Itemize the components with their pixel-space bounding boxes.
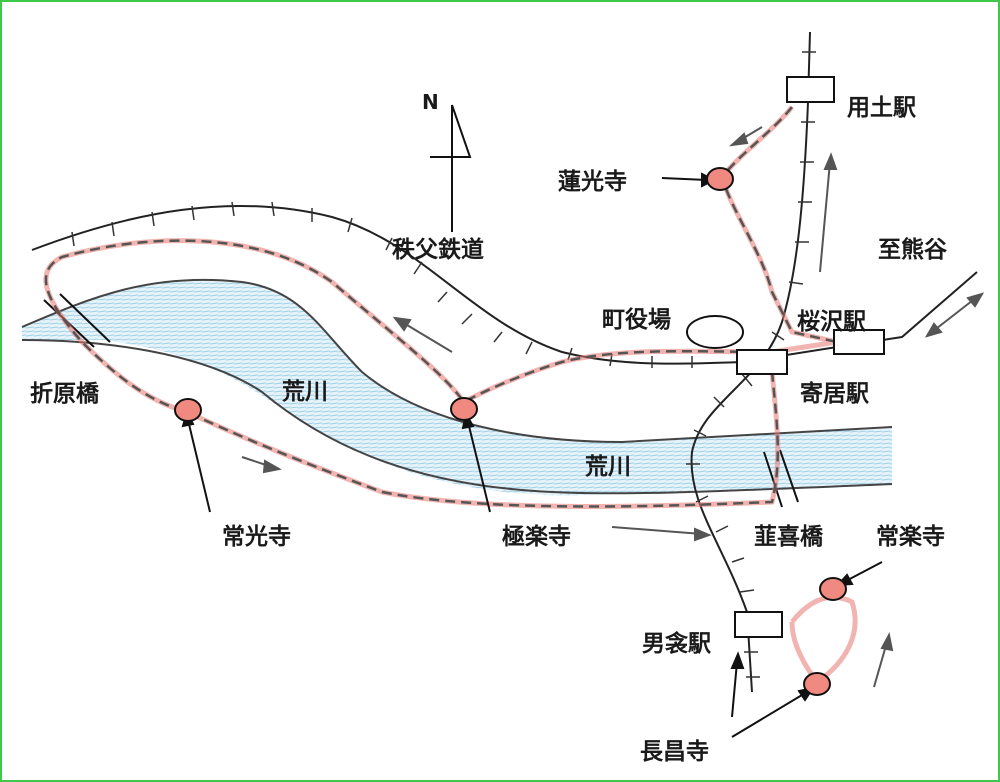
arakawa-river [22,279,892,496]
yorii-station-label[interactable]: 寄居駅 [800,381,869,407]
obusuma-station-label[interactable]: 男衾駅 [642,631,711,657]
nira-bridge-label: 韮喜橋 [754,524,823,550]
chojoji-marker[interactable] [803,672,831,696]
obusuma-station-box[interactable] [734,611,783,638]
nira-bridge [763,449,799,508]
river-bank-upper [21,278,893,444]
sakurazawa-station-label[interactable]: 桜沢駅 [797,309,866,335]
renkoji-label[interactable]: 蓮光寺 [558,169,627,195]
yorii-station-box[interactable] [736,349,788,375]
walking-route [43,105,858,686]
river-bank-lower [21,339,893,495]
gokurakuji-label[interactable]: 極楽寺 [502,524,571,550]
gokurakuji-marker[interactable] [450,397,478,421]
orihara-bridge-label: 折原橋 [30,381,99,407]
town-office-label: 町役場 [602,307,671,333]
railway-label: 秩父鉄道 [392,237,484,263]
town-office-marker[interactable] [686,315,744,349]
jorakuji-marker[interactable] [819,577,847,601]
north-arrow-icon [430,104,472,232]
chojoji-label[interactable]: 長昌寺 [640,739,709,765]
river-label-upper: 荒川 [282,379,328,405]
tojo-line [690,31,811,693]
jokoji-marker[interactable] [174,398,202,422]
yodo-station-box[interactable] [786,76,835,103]
jokoji-label[interactable]: 常光寺 [222,524,291,550]
chichibu-railway [31,205,978,365]
river-label-lower: 荒川 [585,454,631,480]
railway-ticks [71,51,816,678]
renkoji-marker[interactable] [706,167,734,191]
jorakuji-label[interactable]: 常楽寺 [876,524,945,550]
north-label: N [422,90,439,114]
yodo-station-label[interactable]: 用土駅 [847,95,916,121]
sakurazawa-station-box[interactable] [833,329,885,355]
direction-arrows [241,126,985,688]
to-kumagaya-label: 至熊谷 [878,237,947,263]
